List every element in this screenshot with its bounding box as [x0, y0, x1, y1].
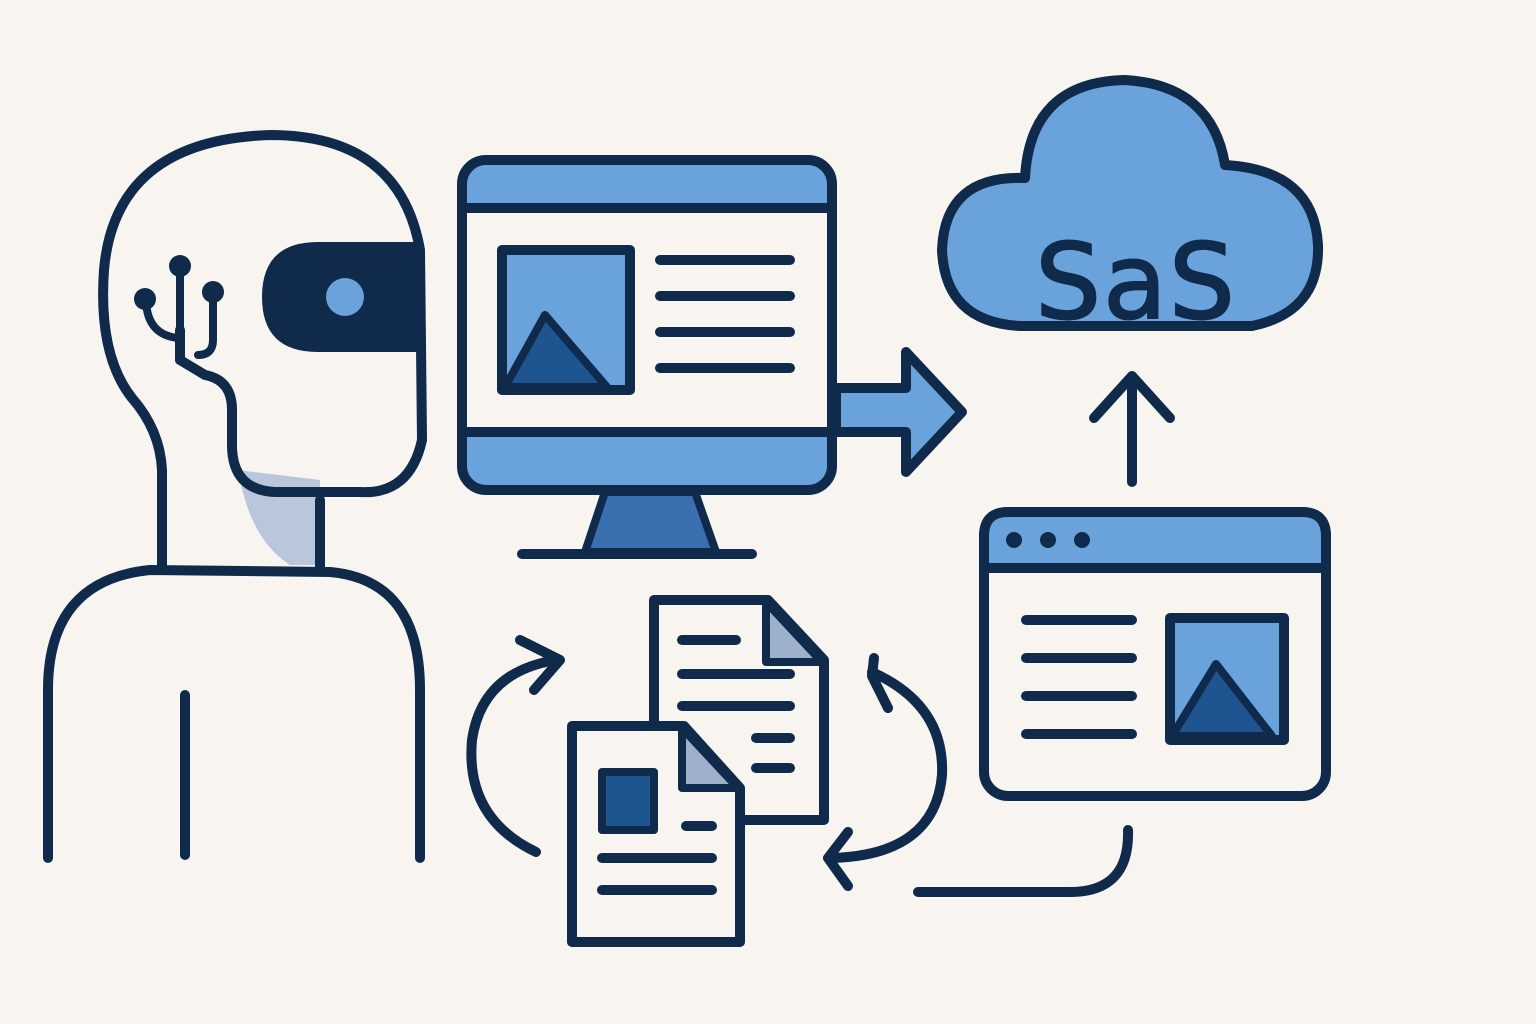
return-connector-icon	[913, 825, 1134, 897]
cloud-icon: SaS	[937, 75, 1324, 344]
person-with-sensors-icon	[43, 130, 427, 863]
desktop-monitor-icon	[457, 155, 837, 559]
documents-icon	[567, 595, 829, 947]
sensor-electrodes-icon	[134, 255, 224, 359]
sync-arrows-icon	[466, 635, 948, 891]
image-placeholder-icon	[497, 245, 635, 395]
right-arrow-icon	[831, 347, 967, 477]
window-control-dots-icon	[1006, 532, 1090, 548]
cloud-label: SaS	[1035, 221, 1237, 343]
browser-window-icon	[979, 507, 1331, 801]
browser-image-placeholder-icon	[1165, 613, 1289, 745]
up-arrow-icon	[1089, 371, 1175, 487]
